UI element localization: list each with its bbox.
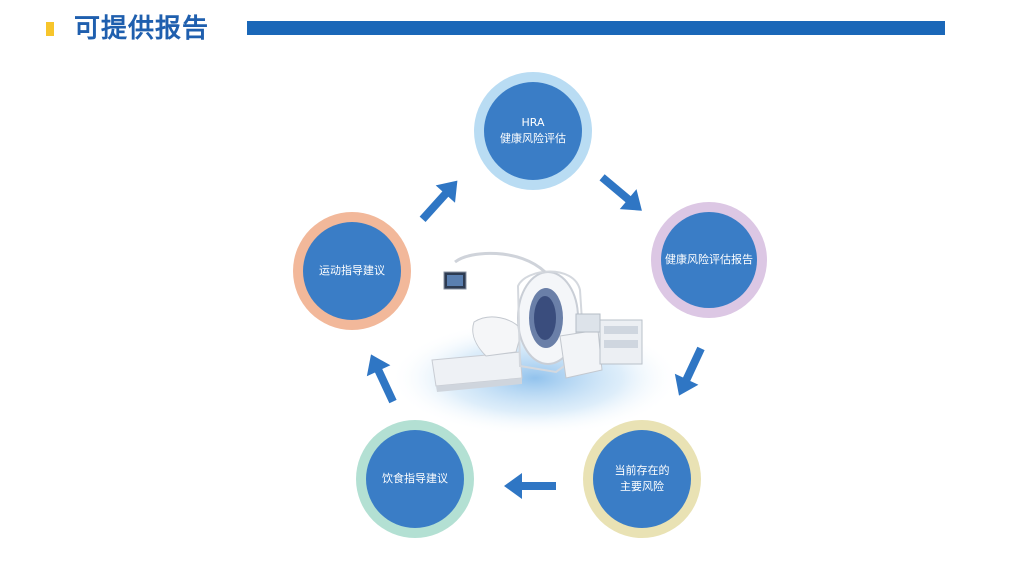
node-report-line-1: 健康风险评估报告: [665, 253, 753, 266]
arrow-icon: [599, 174, 642, 211]
node-exercise-line-1: 运动指导建议: [319, 264, 385, 277]
node-exercise: 运动指导建议: [293, 212, 411, 330]
node-diet-line-1: 饮食指导建议: [382, 472, 448, 485]
node-risks: 当前存在的 主要风险: [583, 420, 701, 538]
node-report: 健康风险评估报告: [651, 202, 767, 318]
node-risks-line-1: 当前存在的: [614, 464, 670, 477]
node-diet: 饮食指导建议: [356, 420, 474, 538]
arrow-icon: [419, 180, 458, 222]
node-hra: HRA 健康风险评估: [474, 72, 592, 190]
arrow-icon: [504, 473, 556, 499]
title-bar: [247, 21, 945, 35]
arrow-icon: [674, 346, 705, 396]
title-marker: [46, 22, 54, 36]
arrow-icon: [366, 354, 397, 404]
node-hra-line-1: HRA: [521, 116, 545, 129]
node-risks-line-2: 主要风险: [620, 480, 664, 493]
page-title: 可提供报告: [74, 14, 210, 44]
node-hra-line-2: 健康风险评估: [500, 132, 566, 145]
